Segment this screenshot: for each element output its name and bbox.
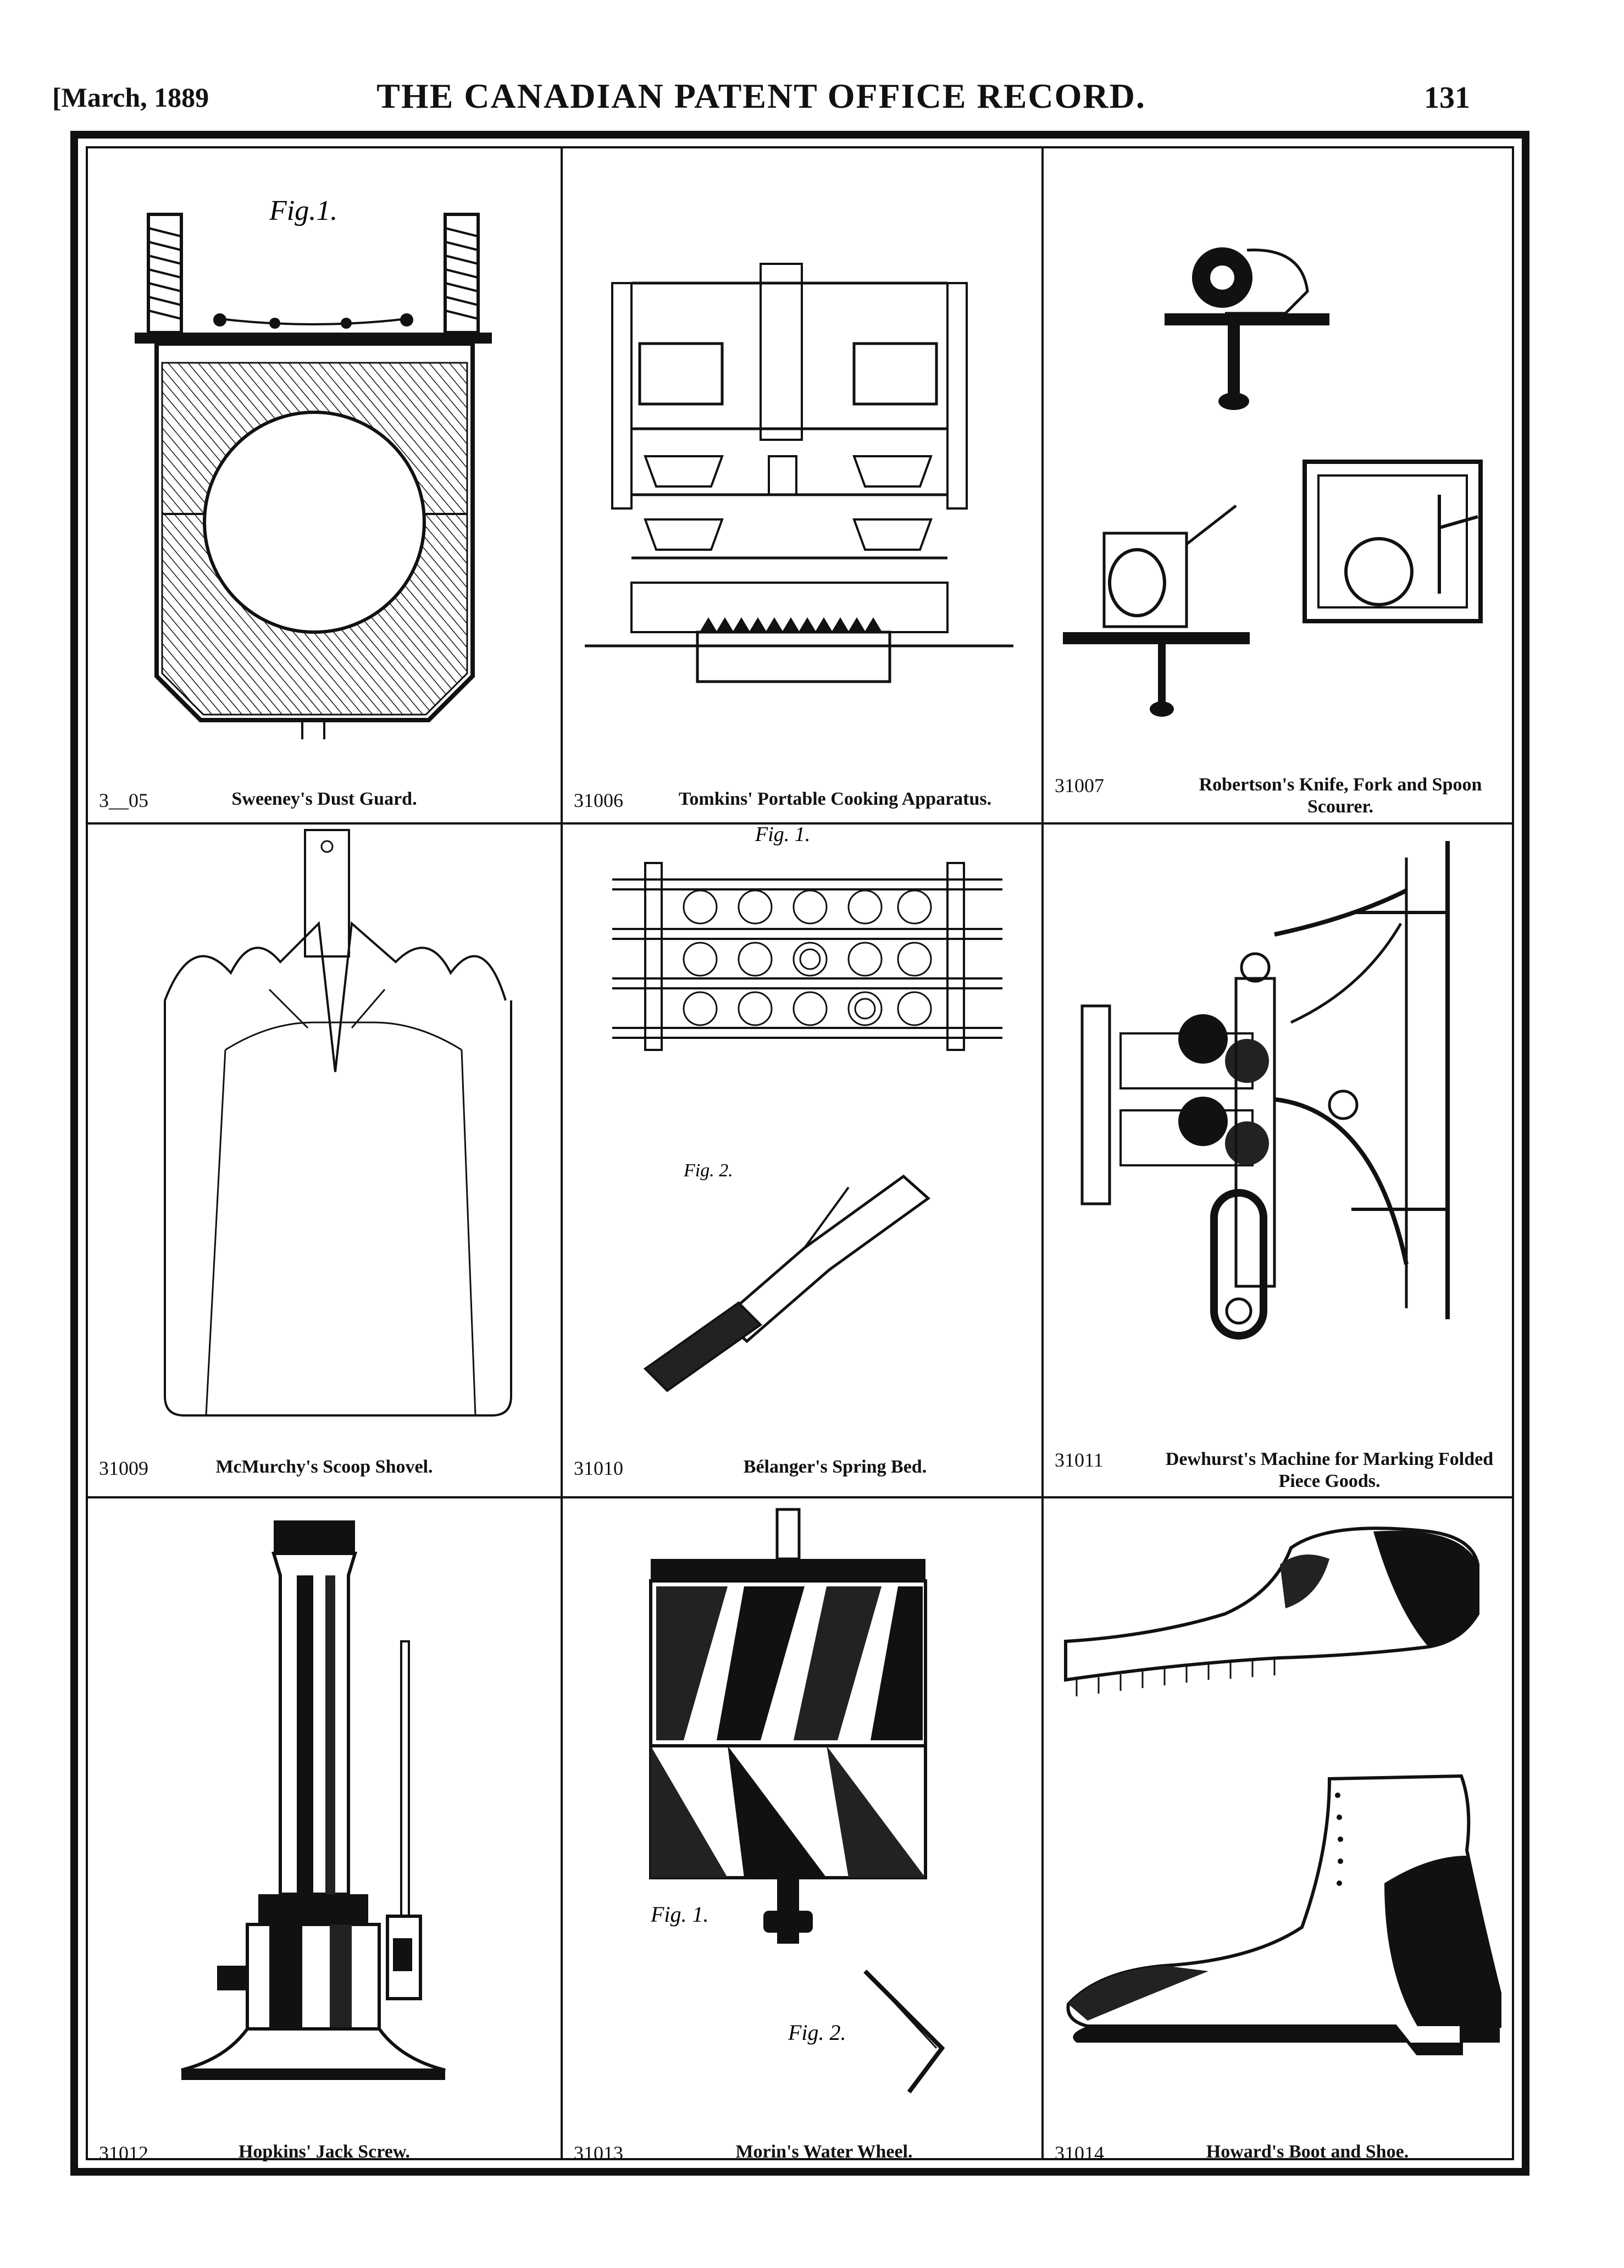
patent-title: Bélanger's Spring Bed. [743,1457,927,1477]
patent-title: Robertson's Knife, Fork and Spoon Scoure… [1199,775,1482,817]
marking-machine-illustration [1080,841,1450,1340]
jack-screw-illustration [181,1520,446,2080]
patent-number: 3__05 [99,789,148,811]
patent-cell-tomkins: 31006 Tomkins' Portable Cooking Apparatu… [563,148,1041,822]
scourer-illustration [1063,247,1483,717]
figure-label: Fig. 2. [683,1160,733,1181]
page-number: 131 [1424,81,1470,115]
grid-divider [1041,148,1044,2158]
patent-number: 31012 [99,2142,148,2164]
patent-title: McMurchy's Scoop Shovel. [215,1457,433,1477]
water-wheel-illustration: Fig. 1. Fig. 2. [649,1508,945,2094]
patent-cell-belanger: Fig. 1. Fig. 2. [563,825,1041,1496]
patent-number: 31007 [1055,775,1104,796]
dust-guard-illustration: Fig.1. [135,195,492,739]
figure-frame: Fig.1. [70,131,1529,2176]
patent-number: 31006 [574,789,623,811]
grid-divider [88,822,1512,825]
cooking-apparatus-illustration [585,263,1013,683]
scoop-shovel-illustration [164,829,512,1417]
patent-cell-robertson: 31007 Robertson's Knife, Fork and Spoon … [1044,148,1527,822]
patent-number: 31009 [99,1457,148,1479]
patent-number: 31011 [1055,1449,1104,1471]
issue-date: [March, 1889 [52,82,209,113]
page-header: [March, 1889 THE CANADIAN PATENT OFFICE … [52,70,1470,125]
grid-divider [88,1496,1512,1498]
patent-title: Howard's Boot and Shoe. [1206,2142,1409,2162]
patent-cell-dewhurst: 31011 Dewhurst's Machine for Marking Fol… [1044,825,1527,1496]
figure-label: Fig.1. [269,195,337,226]
figure-label: Fig. 1. [650,1902,709,1927]
patent-cell-sweeney: Fig.1. [88,148,561,822]
patent-title: Sweeney's Dust Guard. [231,789,417,809]
figure-label: Fig. 1. [755,825,810,846]
patent-title: Tomkins' Portable Cooking Apparatus. [678,789,992,809]
patent-title: Morin's Water Wheel. [735,2142,913,2162]
spring-bed-illustration: Fig. 1. Fig. 2. [612,825,1002,1392]
patent-title: Hopkins' Jack Screw. [238,2142,411,2162]
patent-cell-hopkins: 31012 Hopkins' Jack Screw. [88,1498,561,2175]
patent-cell-mcmurchy: 31009 McMurchy's Scoop Shovel. [88,825,561,1496]
figure-grid: Fig.1. [86,146,1514,2164]
publication-title: THE CANADIAN PATENT OFFICE RECORD. [376,76,1146,115]
figure-label: Fig. 2. [788,2020,846,2045]
patent-cell-howard: 31014 Howard's Boot and Shoe. [1044,1498,1527,2175]
boot-and-shoe-illustration [1064,1526,1501,2055]
patent-title: Dewhurst's Machine for Marking Folded Pi… [1165,1449,1494,1491]
patent-number: 31014 [1055,2142,1104,2164]
grid-divider [561,148,563,2158]
patent-number: 31010 [574,1457,623,1479]
patent-number: 31013 [574,2142,623,2164]
patent-cell-morin: Fig. 1. Fig. 2. 31013 Morin's Water Whee… [563,1498,1041,2175]
